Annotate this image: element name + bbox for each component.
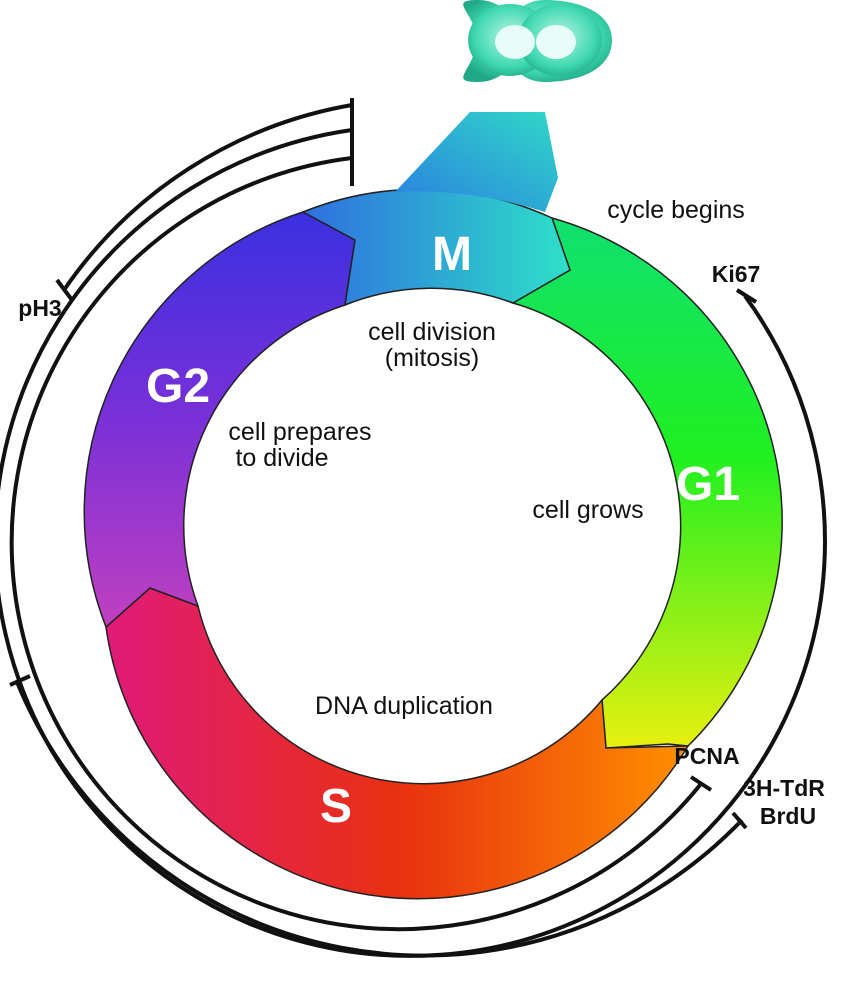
s-segment [105, 587, 690, 900]
phase-label-g1: G1 [676, 458, 740, 511]
m-description-line1: cell division [368, 318, 496, 346]
marker-pcna: PCNA [674, 743, 739, 769]
phase-label-m: M [432, 228, 472, 281]
s-description: DNA duplication [315, 692, 493, 720]
mitosis-exit-arrow [395, 112, 558, 212]
m-description-line2: (mitosis) [385, 344, 479, 372]
g2-description-line1: cell prepares [228, 418, 371, 446]
phase-label-s: S [320, 780, 352, 833]
marker-thymidine: 3H-TdR [743, 775, 825, 801]
daughter-cell-pair-icon [468, 4, 602, 76]
g1-segment [511, 216, 783, 749]
g1-description: cell grows [532, 496, 643, 524]
marker-ph3: pH3 [18, 295, 61, 321]
m-segment [301, 188, 571, 307]
pcna-arc [9, 152, 713, 932]
marker-brdu: BrdU [760, 803, 816, 829]
phase-label-g2: G2 [146, 360, 210, 413]
s-phase-label-arc [9, 674, 748, 958]
cycle-begins-label: cycle begins [607, 196, 745, 224]
g2-description-line2: to divide [235, 444, 328, 472]
marker-ki67: Ki67 [712, 261, 761, 287]
